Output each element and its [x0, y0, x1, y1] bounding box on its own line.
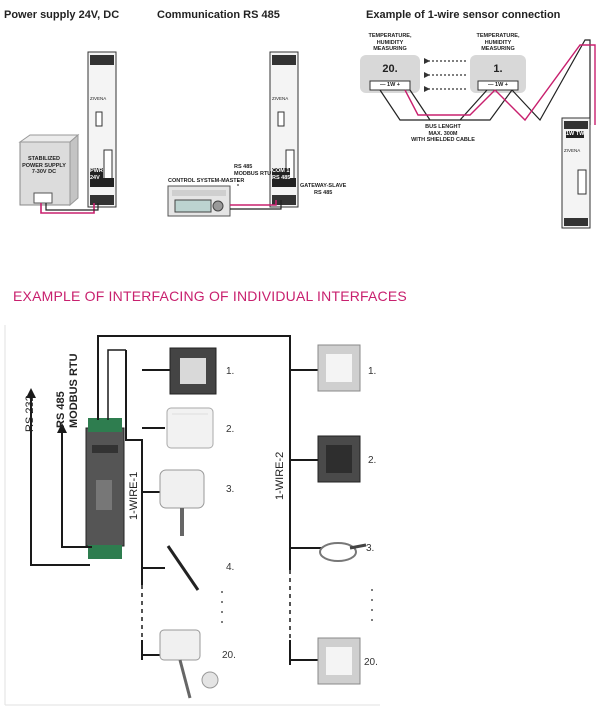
sensor-1 — [470, 55, 526, 93]
rs485-modbus-label: RS 485 MODBUS RTU — [234, 164, 271, 177]
sensor20-number: 20. — [382, 63, 398, 75]
right-device-20-wall-panel-light — [317, 637, 361, 685]
control-master-label: CONTROL SYSTEM-MASTER — [168, 178, 245, 184]
right-device-number-3: 3. — [366, 543, 375, 554]
main-din-module — [85, 418, 125, 559]
rs485-modbus-line1: RS 485 — [234, 164, 253, 170]
bus-note-line3: WITH SHIELDED CABLE — [411, 137, 475, 143]
din-module-com — [269, 51, 299, 208]
sensor20-bus-terminal: — 1W + — [379, 82, 401, 88]
com-tag: COM 1 RS 485 — [272, 168, 291, 181]
pwr-tag-line1: PWR — [90, 168, 103, 174]
din-module-pwr — [87, 51, 117, 208]
power-supply-title: Power supply 24V, DC — [4, 9, 120, 21]
left-device-number-4: 4. — [226, 562, 235, 573]
sensor1-bus-terminal: — 1W + — [487, 82, 509, 88]
left-device-number-3: 3. — [226, 484, 235, 495]
com-tag-line1: COM 1 — [272, 168, 290, 174]
right-device-3-cable-probe — [319, 542, 367, 562]
right-device-2-wall-panel-dark — [317, 435, 361, 483]
right-device-1-wall-panel-light — [317, 344, 361, 392]
sensor20-caption-line1: TEMPERATURE, — [368, 33, 412, 39]
right-device-number-1: 1. — [368, 366, 377, 377]
brand-right: ZIVENA — [564, 148, 581, 153]
right-device-number-2: 2. — [368, 455, 377, 466]
sensor20-caption: TEMPERATURE, HUMIDITY MEASURING — [356, 33, 424, 53]
left-device-20-probe-box — [159, 629, 219, 699]
sensor20-caption-line2: HUMIDITY — [376, 39, 404, 46]
wire2-label: 1-WIRE-2 — [274, 451, 286, 500]
onewire-example-title: Example of 1-wire sensor connection — [366, 9, 561, 21]
left-device-number-1: 1. — [226, 366, 235, 377]
com-tag-line2: RS 485 — [272, 174, 291, 181]
tw-tag: 1W TW — [566, 131, 585, 138]
psu-label-line1: STABILIZED — [28, 156, 60, 162]
sensor1-caption-line1: TEMPERATURE, — [476, 33, 520, 39]
modbus-label: MODBUS RTU — [68, 353, 80, 428]
control-system-master — [167, 185, 231, 217]
right-device-number-20: 20. — [364, 657, 378, 668]
bus-note-line1: BUS LENGHT — [425, 124, 461, 130]
left-device-3-probe-box — [159, 469, 205, 536]
sensor20-caption-line3: MEASURING — [373, 46, 407, 52]
rs485-label: RS 485 — [55, 391, 67, 428]
pwr-tag-line2: 24V — [90, 174, 100, 181]
rs485-modbus-line2: MODBUS RTU — [234, 170, 272, 177]
top-wiring-diagram — [18, 39, 596, 229]
left-device-number-2: 2. — [226, 424, 235, 435]
brand-left: ZIVENA — [90, 96, 107, 101]
gateway-line1: GATEWAY-SLAVE — [300, 183, 347, 189]
rs485-title: Communication RS 485 — [157, 9, 280, 21]
left-device-number-20: 20. — [222, 650, 236, 661]
sensor1-caption: TEMPERATURE, HUMIDITY MEASURING — [464, 33, 532, 53]
power-supply-unit — [18, 133, 80, 207]
gateway-line2: RS 485 — [314, 189, 333, 196]
bus-length-note: BUS LENGHT MAX. 300M WITH SHIELDED CABLE — [398, 124, 488, 144]
wire1-label: 1-WIRE-1 — [128, 471, 140, 520]
psu-label-line2: POWER SUPPLY — [22, 162, 66, 169]
gateway-label: GATEWAY-SLAVE RS 485 — [300, 183, 346, 196]
sensor1-caption-line2: HUMIDITY — [484, 39, 512, 46]
left-device-2-sensor-box — [166, 407, 214, 449]
left-device-4-probe — [166, 545, 200, 591]
brand-middle: ZIVENA — [272, 96, 289, 101]
left-device-1-wall-panel-dark — [169, 347, 217, 395]
pwr-tag: PWR 24V — [90, 168, 103, 181]
sensor-20 — [360, 55, 420, 93]
psu-label-line3: 7-30V DC — [31, 169, 57, 175]
sensor1-caption-line3: MEASURING — [481, 46, 515, 52]
interfacing-title: EXAMPLE OF INTERFACING OF INDIVIDUAL INT… — [13, 288, 407, 304]
rs232-label: RS 232 — [24, 395, 36, 432]
sensor1-number: 1. — [493, 63, 503, 75]
bus-note-line2: MAX. 300M — [428, 130, 458, 137]
